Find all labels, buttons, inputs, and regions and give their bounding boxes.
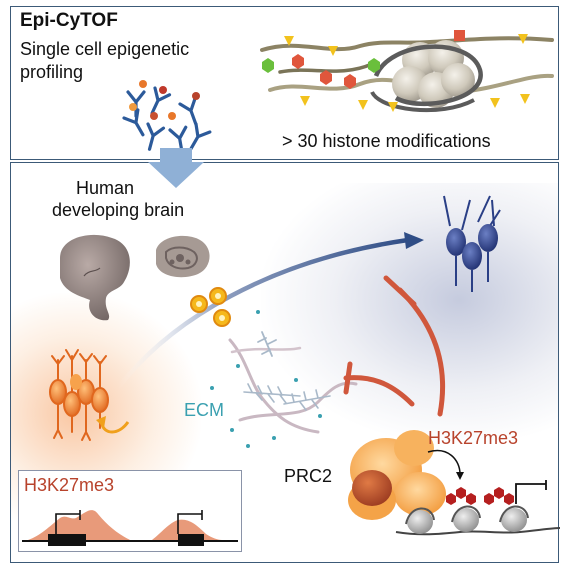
method-title: Epi-CyTOF: [20, 10, 118, 31]
repressed-nucleosomes: [405, 505, 529, 534]
histone-modifications-label: > 30 histone modifications: [282, 131, 491, 151]
progenitor-cells: [49, 349, 109, 441]
antibody-cluster: [122, 86, 212, 154]
gene-body-1: [48, 534, 86, 546]
brain-icon: [60, 234, 130, 321]
inhibition-arcs: [343, 275, 446, 417]
inset-h3k27me3-label: H3K27me3: [24, 475, 115, 495]
proliferation-arrowhead: [96, 416, 106, 428]
tss-arrow-1: [55, 510, 81, 534]
differentiation-arrow: [115, 237, 411, 391]
ecm-label: ECM: [184, 400, 224, 420]
brain-label-line1: Human: [76, 178, 135, 198]
tss-arrow-right: [515, 480, 547, 504]
prc2-complex: [348, 430, 446, 520]
method-subtitle-line1: Single cell epigenetic: [20, 39, 190, 59]
differentiation-arrowhead: [404, 232, 424, 249]
brain-section-icon: [156, 235, 210, 278]
h3k27me3-peak-2: [152, 519, 222, 540]
brain-label-line2: developing brain: [52, 200, 185, 220]
prc2-label: PRC2: [284, 466, 333, 486]
dna-strand: [395, 527, 561, 536]
down-arrow: [148, 148, 204, 188]
nucleosome: [370, 40, 483, 113]
metal-tags: [129, 80, 200, 120]
methylation-arrowhead: [456, 472, 464, 480]
methylation-arrow: [427, 449, 461, 475]
h3k27me3-peak-1: [28, 510, 130, 540]
histone-marks: [262, 30, 530, 112]
neurons: [443, 195, 501, 292]
h3k27me3-marks: [446, 487, 514, 505]
ecm-dots: [210, 310, 322, 448]
method-subtitle-line2: profiling: [20, 62, 84, 82]
gene-body-2: [178, 534, 204, 546]
tss-arrow-2: [177, 510, 203, 534]
h3k27me3-label: H3K27me3: [428, 428, 519, 448]
ecm-fibers: [228, 331, 358, 434]
secreted-particles: [190, 287, 231, 327]
